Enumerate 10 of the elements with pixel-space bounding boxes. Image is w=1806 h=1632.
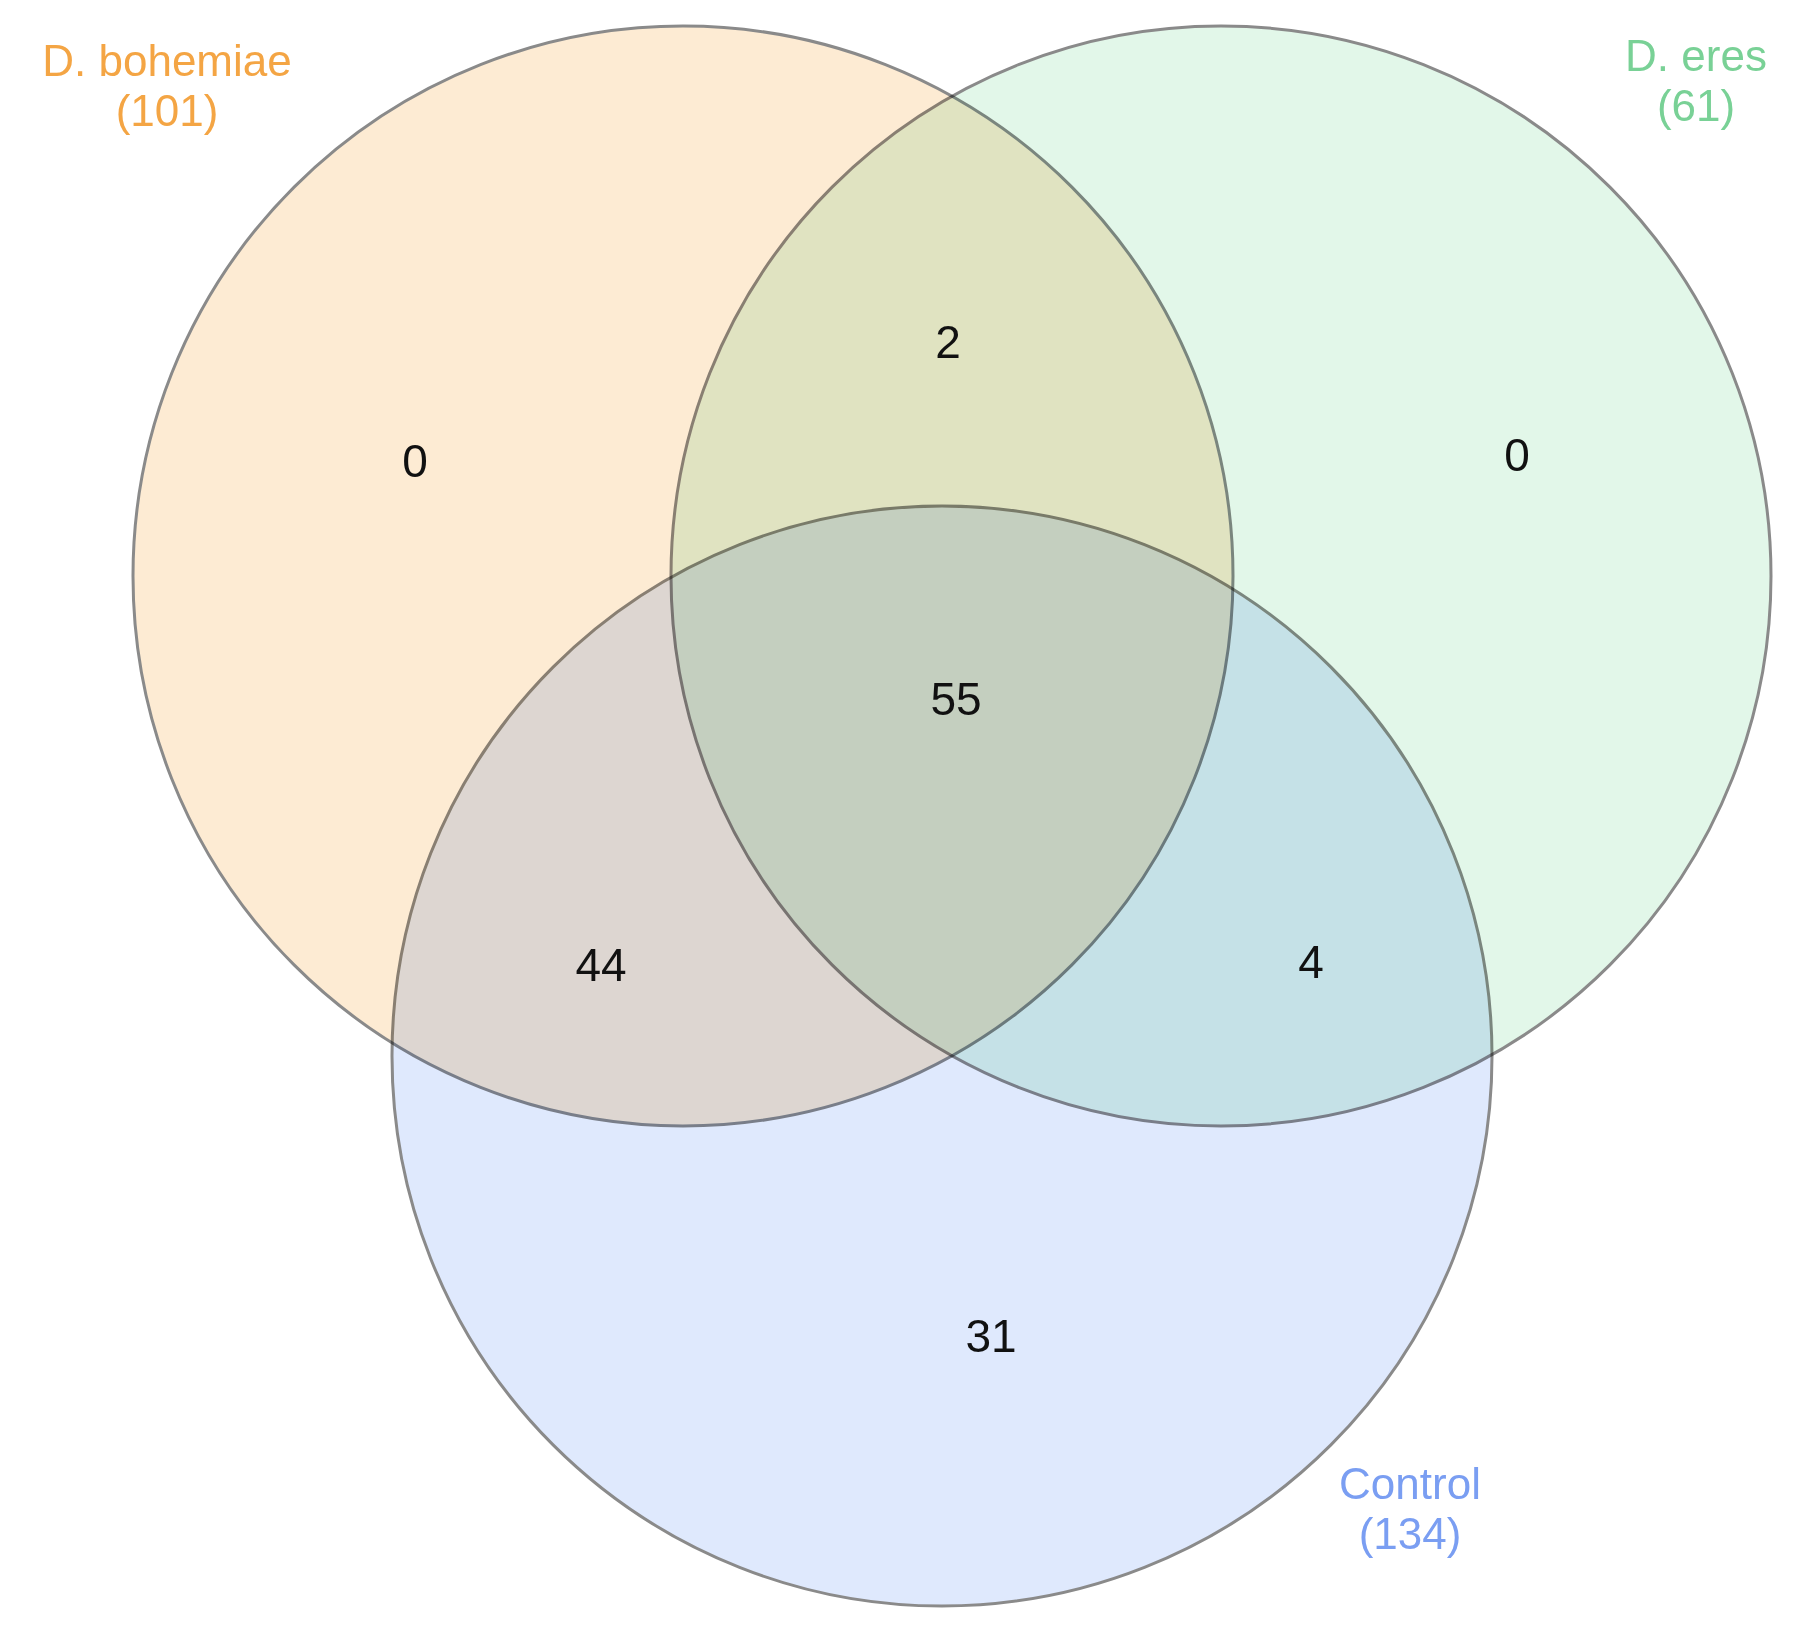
region-count: 4 bbox=[1298, 935, 1324, 989]
region-count: 0 bbox=[1504, 428, 1530, 482]
set-label: Control (134) bbox=[1338, 1459, 1482, 1559]
set-label: D. eres (61) bbox=[1624, 31, 1768, 131]
region-count: 44 bbox=[575, 938, 627, 992]
region-count: 55 bbox=[930, 672, 982, 726]
region-count: 0 bbox=[402, 434, 428, 488]
region-count: 31 bbox=[965, 1309, 1017, 1363]
set-label: D. bohemiae (101) bbox=[41, 36, 293, 136]
region-count: 2 bbox=[935, 315, 961, 369]
